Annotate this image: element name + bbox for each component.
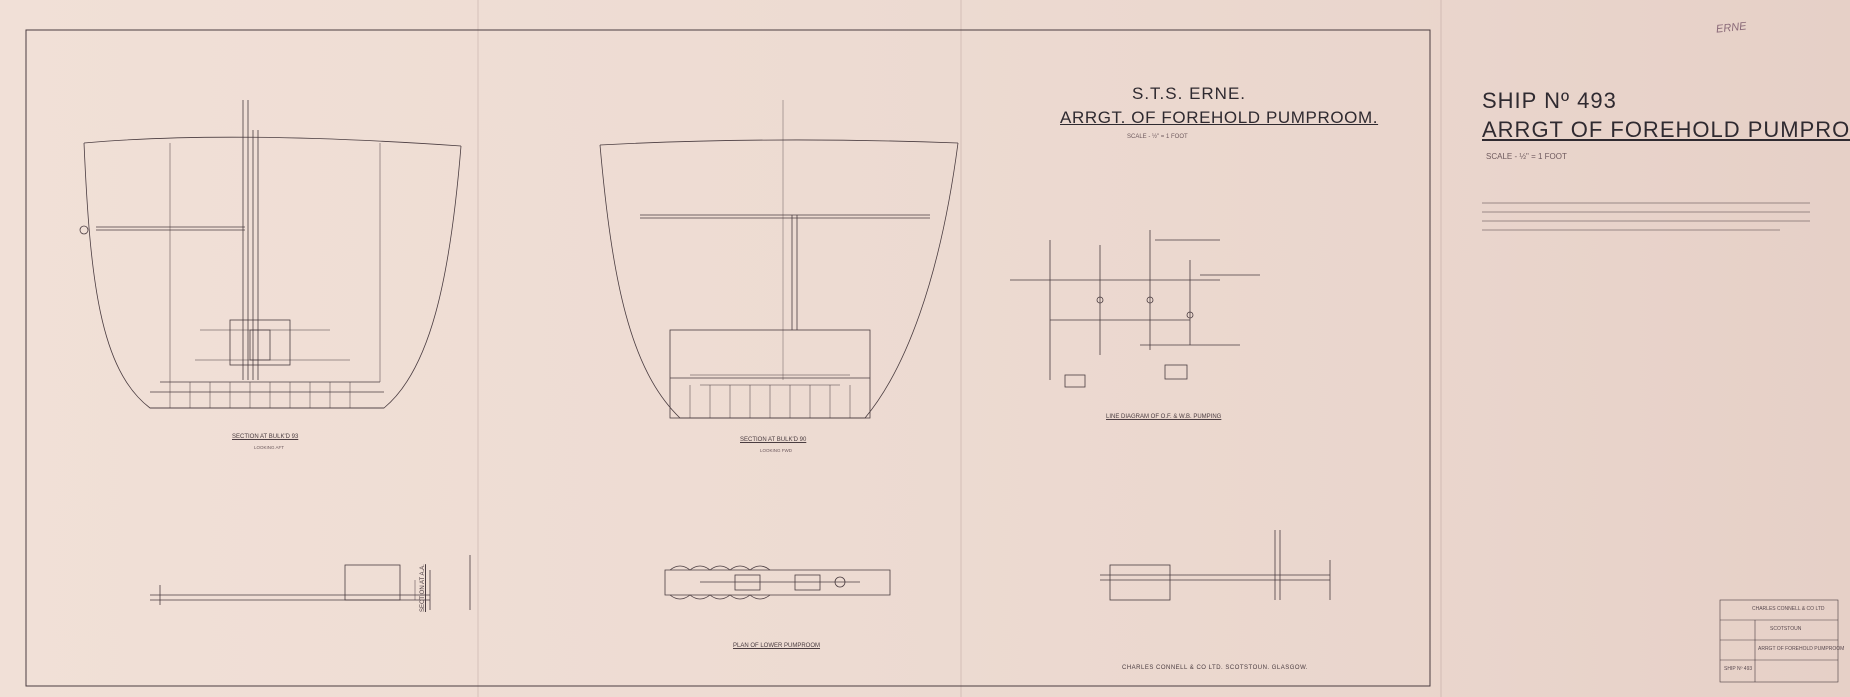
arrangement-title: ARRGT. OF FOREHOLD PUMPROOM. (1060, 108, 1379, 127)
title-block-place: SCOTSTOUN (1770, 626, 1802, 632)
fold-line (1440, 0, 1442, 697)
caption-section-90: SECTION AT BULK'D 90 (740, 437, 807, 443)
caption-section-90-sub: LOOKING FWD (760, 448, 793, 453)
caption-plan-lower: PLAN OF LOWER PUMPROOM (733, 643, 821, 649)
section-aa-plan (150, 555, 471, 610)
caption-section-aa: SECTION AT A.A. (420, 564, 426, 612)
title-block (1719, 599, 1839, 683)
fold-line (960, 0, 962, 697)
section-90-hull (599, 100, 959, 419)
notes-block (1482, 202, 1810, 231)
title-block-firm: CHARLES CONNELL & CO LTD (1752, 606, 1825, 612)
caption-line-diagram: LINE DIAGRAM OF O.F. & W.B. PUMPING (1106, 414, 1222, 420)
pumproom-elevation (1100, 530, 1331, 601)
title-block-ship-no: SHIP Nº 493 (1724, 666, 1753, 672)
drawing-border (25, 29, 1431, 687)
ship-title: S.T.S. ERNE. (1132, 84, 1247, 103)
title-block-row2: ARRGT OF FOREHOLD PUMPROOM (1758, 646, 1845, 652)
section-93-hull (79, 100, 462, 409)
fold-line (477, 0, 479, 697)
scale-center: SCALE - ½" = 1 FOOT (1127, 134, 1188, 140)
pumping-line-diagram (1010, 230, 1260, 388)
builder-name: CHARLES CONNELL & CO LTD. SCOTSTOUN. GLA… (1122, 665, 1309, 671)
side-scale: SCALE - ½" = 1 FOOT (1486, 152, 1567, 161)
caption-section-93-sub: LOOKING AFT (254, 445, 285, 450)
side-title-line2: ARRGT OF FOREHOLD PUMPROOM (1482, 117, 1850, 142)
lower-pumproom-plan (664, 565, 891, 600)
side-title-line1: SHIP Nº 493 (1482, 88, 1617, 113)
caption-section-93: SECTION AT BULK'D 93 (232, 434, 299, 440)
